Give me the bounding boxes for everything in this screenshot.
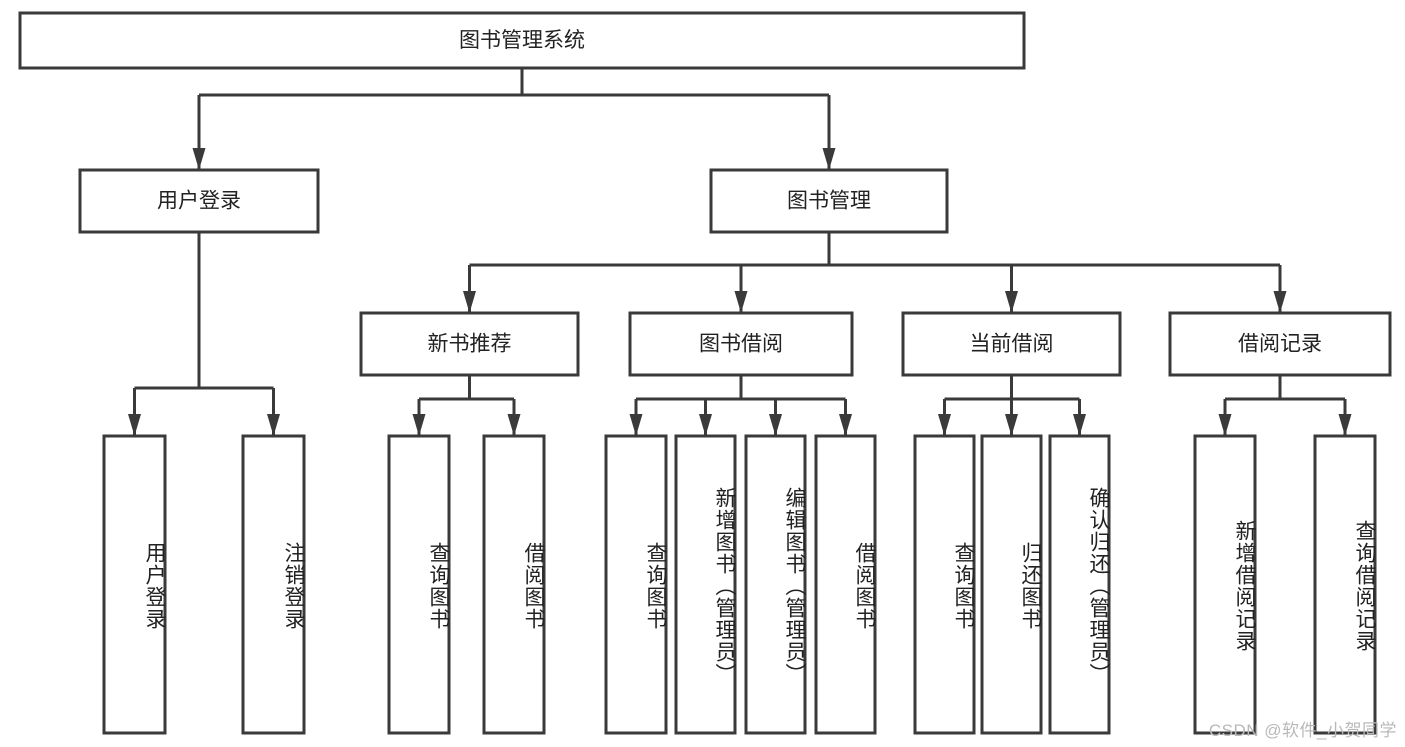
node-box-query-borrow-record[interactable] [1313, 434, 1377, 735]
arrow-head-icon [128, 414, 141, 436]
arrow-head-icon [1273, 291, 1287, 313]
node-box-book-management[interactable] [709, 168, 949, 234]
node-box-user-login-action[interactable] [102, 434, 167, 735]
node-label-current-borrow: 当前借阅 [970, 333, 1054, 356]
arrow-head-icon [822, 148, 836, 170]
node-box-add-borrow-record[interactable] [1193, 434, 1257, 735]
arrow-head-icon [629, 414, 643, 436]
node-label-borrow-record: 借阅记录 [1238, 333, 1322, 356]
arrow-head-icon [507, 414, 521, 436]
arrow-head-icon [1338, 414, 1352, 436]
watermark-text: CSDN @软件_小贺同学 [1208, 721, 1397, 740]
arrow-head-icon [1073, 414, 1086, 436]
node-box-query-book-2[interactable] [604, 434, 668, 735]
node-label-new-book-recommend: 新书推荐 [428, 333, 512, 356]
node-box-edit-book-admin[interactable] [744, 434, 807, 735]
arrow-head-icon [699, 414, 712, 436]
boxes-layer [18, 11, 1392, 735]
node-box-return-book[interactable] [980, 434, 1043, 735]
arrow-head-icon [938, 414, 951, 436]
node-box-book-borrow[interactable] [628, 311, 854, 377]
node-box-query-book-1[interactable] [387, 434, 451, 735]
connectors-layer [128, 68, 1352, 436]
arrow-head-icon [734, 291, 748, 313]
arrow-head-icon [769, 414, 782, 436]
node-box-user-login[interactable] [78, 168, 320, 234]
arrow-head-icon [267, 414, 280, 436]
node-label-user-login: 用户登录 [157, 190, 241, 213]
node-box-user-logout-action[interactable] [241, 434, 306, 735]
arrow-head-icon [192, 148, 206, 170]
arrow-head-icon [1005, 414, 1018, 436]
node-box-confirm-return-admin[interactable] [1048, 434, 1111, 735]
node-box-current-borrow[interactable] [901, 311, 1122, 377]
arrow-head-icon [463, 291, 476, 313]
node-box-borrow-book-2[interactable] [814, 434, 877, 735]
arrow-head-icon [1218, 414, 1232, 436]
node-box-query-book-3[interactable] [913, 434, 976, 735]
node-box-add-book-admin[interactable] [674, 434, 737, 735]
arrow-head-icon [839, 414, 852, 436]
node-box-new-book-recommend[interactable] [359, 311, 580, 377]
node-box-borrow-record[interactable] [1168, 311, 1392, 377]
arrow-head-icon [412, 414, 426, 436]
node-box-root[interactable] [18, 11, 1026, 70]
node-label-book-borrow: 图书借阅 [699, 333, 783, 356]
node-box-borrow-book-1[interactable] [482, 434, 546, 735]
arrow-head-icon [1005, 291, 1018, 313]
node-label-book-management: 图书管理 [787, 190, 871, 213]
node-label-root: 图书管理系统 [459, 29, 585, 52]
